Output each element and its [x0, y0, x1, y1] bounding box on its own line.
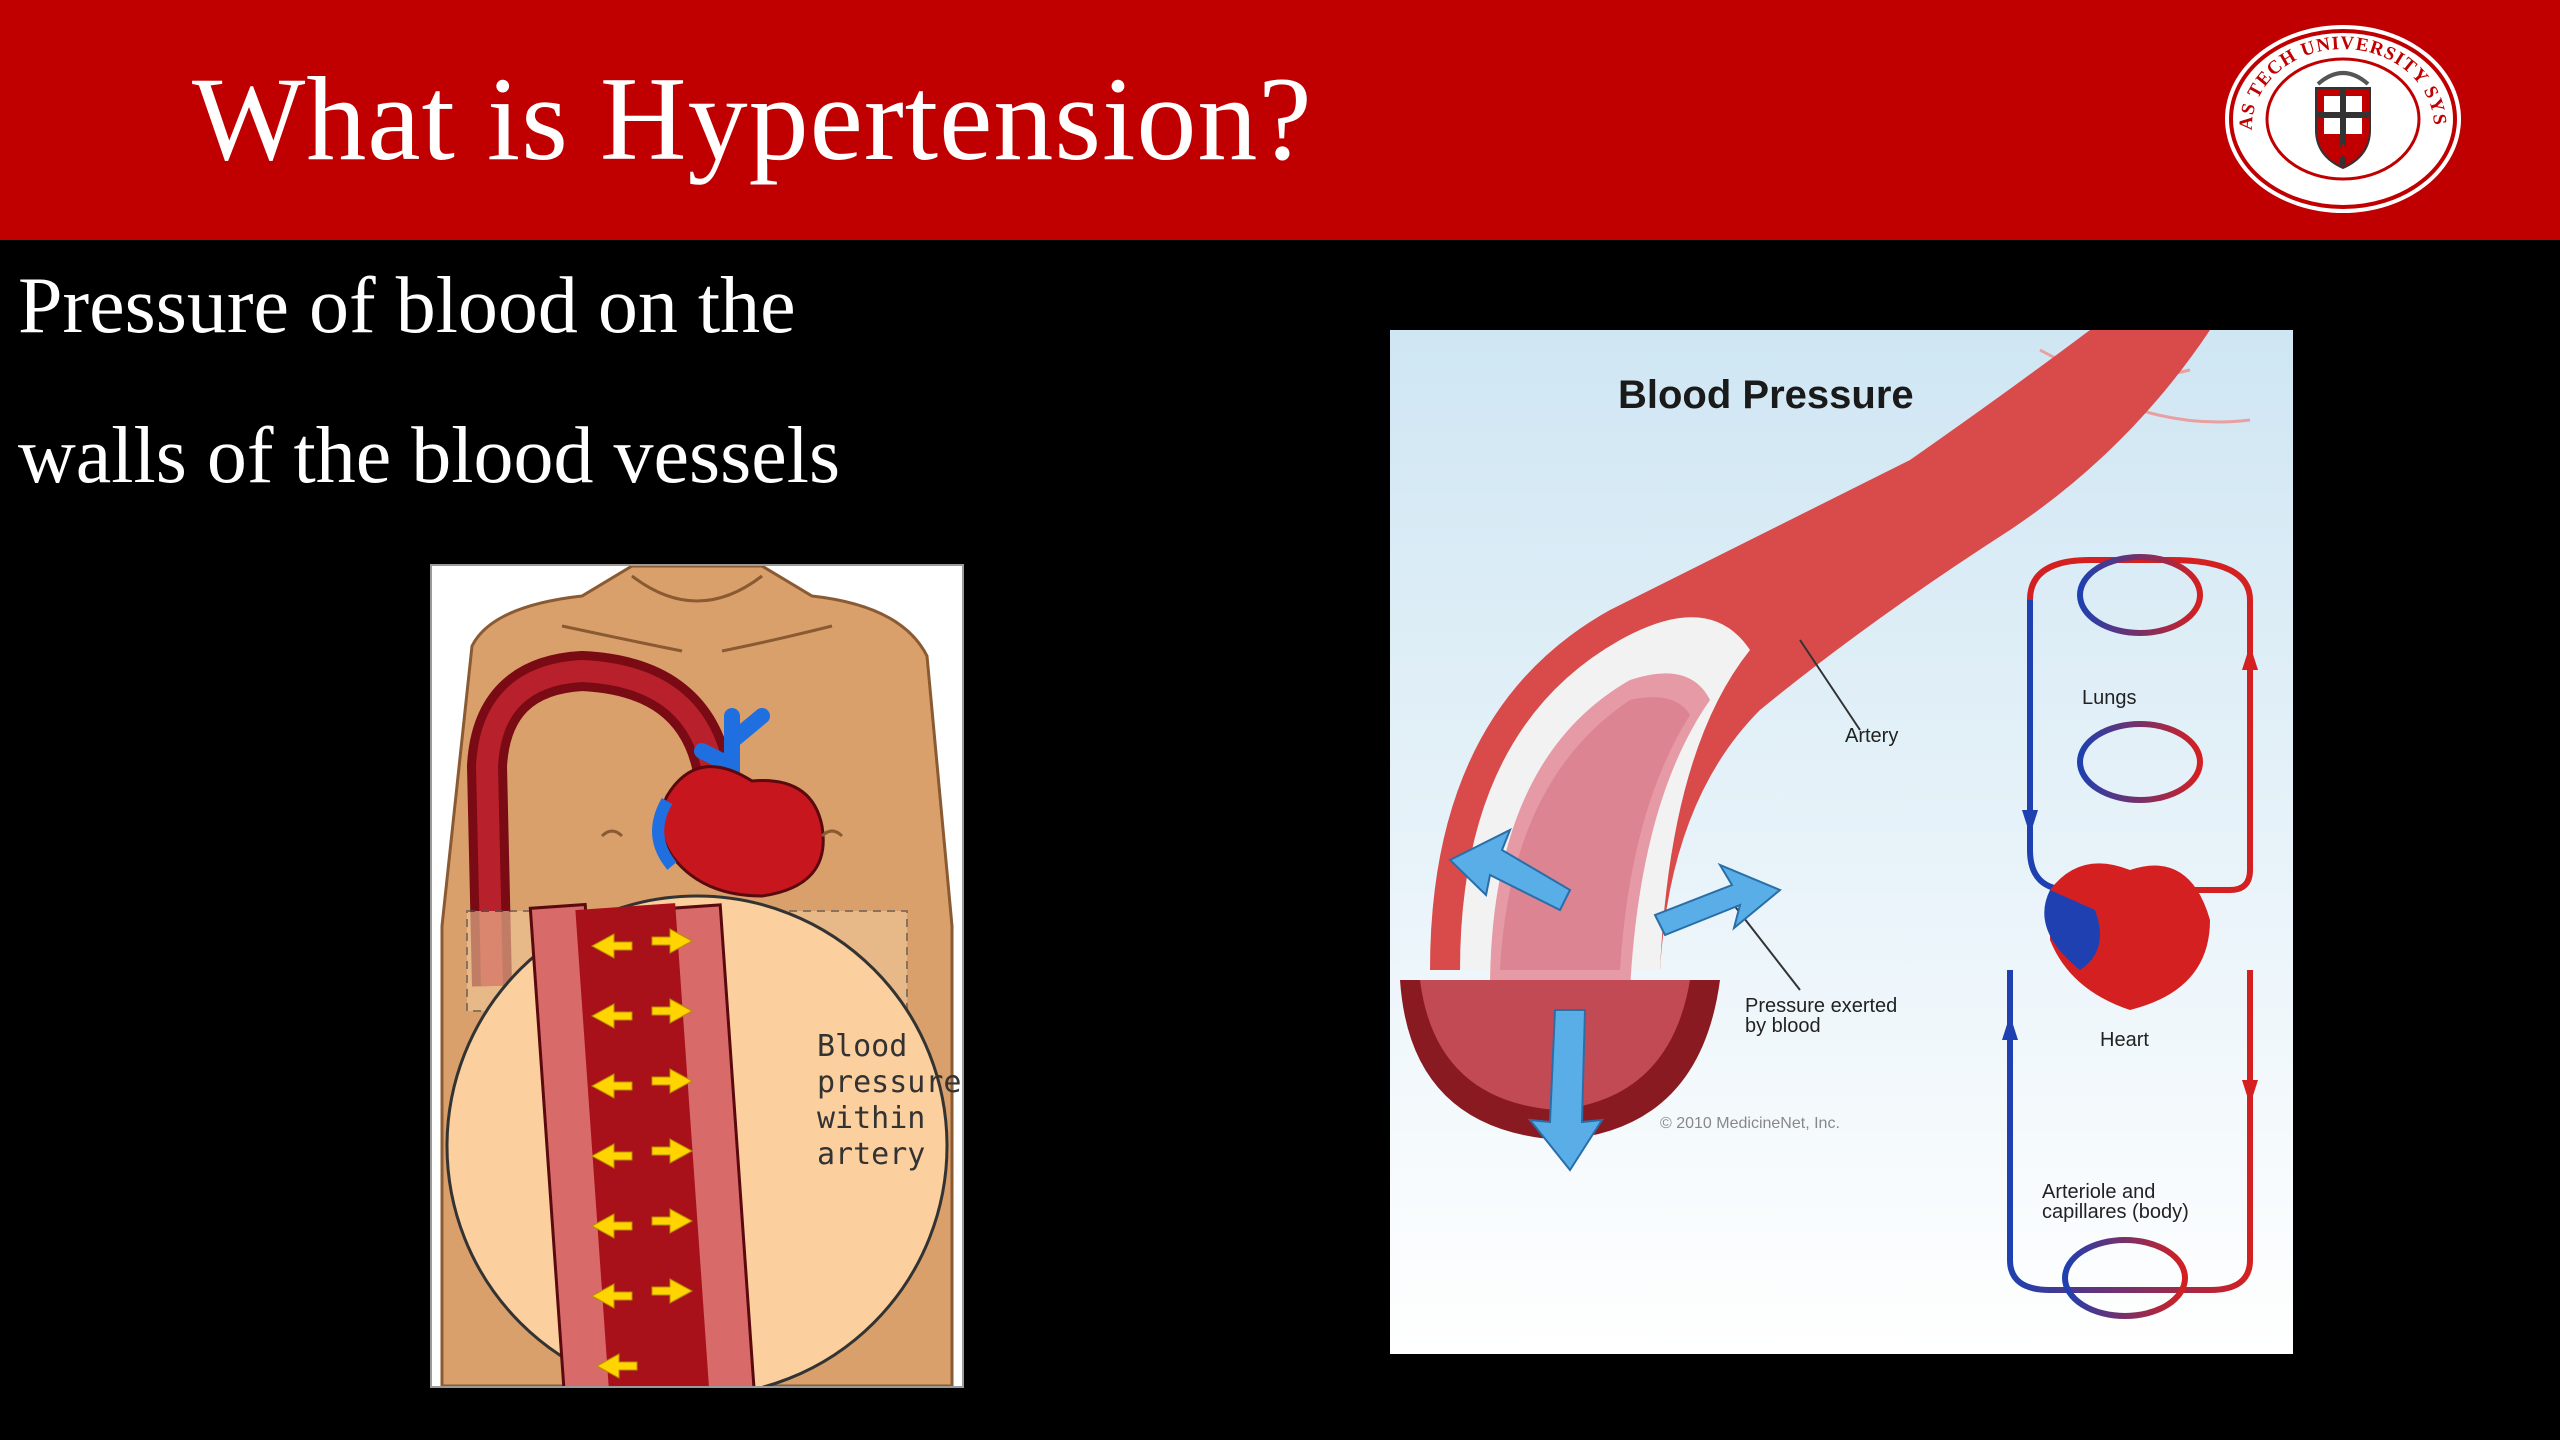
- slide-title: What is Hypertension?: [192, 52, 1313, 185]
- pressure-arrows: [590, 928, 694, 1379]
- artery-illustration: [1400, 330, 2210, 1140]
- caption-within: within: [817, 1101, 925, 1136]
- caption-artery: artery: [817, 1137, 925, 1172]
- label-lungs: Lungs: [2082, 687, 2137, 709]
- label-artery: Artery: [1845, 725, 1898, 747]
- header-bar: [0, 0, 2560, 240]
- caption-pressure: pressure: [817, 1065, 962, 1100]
- copyright-text: © 2010 MedicineNet, Inc.: [1660, 1115, 1840, 1132]
- artery-cross-section: [528, 902, 756, 1386]
- university-seal-logo: TEXAS TECH UNIVERSITY SYSTEM: [2222, 22, 2464, 216]
- body-text-line-1: Pressure of blood on the: [18, 262, 796, 350]
- label-heart: Heart: [2100, 1029, 2149, 1051]
- label-pressure-2: by blood: [1745, 1015, 1821, 1037]
- label-arteriole-2: capillares (body): [2042, 1201, 2189, 1223]
- pressure-arrows-blue: [1448, 827, 1782, 1172]
- blood-pressure-diagram: Blood Pressure: [1390, 330, 2293, 1354]
- label-pressure-1: Pressure exerted: [1745, 995, 1897, 1017]
- circulation-diagram: [2007, 554, 2253, 1319]
- label-arteriole-1: Arteriole and: [2042, 1181, 2155, 1203]
- heart-illustration: [2044, 863, 2210, 1010]
- torso-artery-illustration: Blood pressure within artery: [430, 564, 964, 1388]
- caption-blood: Blood: [817, 1029, 907, 1064]
- diagram-title: Blood Pressure: [1618, 373, 1914, 417]
- body-text-line-2: walls of the blood vessels: [18, 412, 841, 500]
